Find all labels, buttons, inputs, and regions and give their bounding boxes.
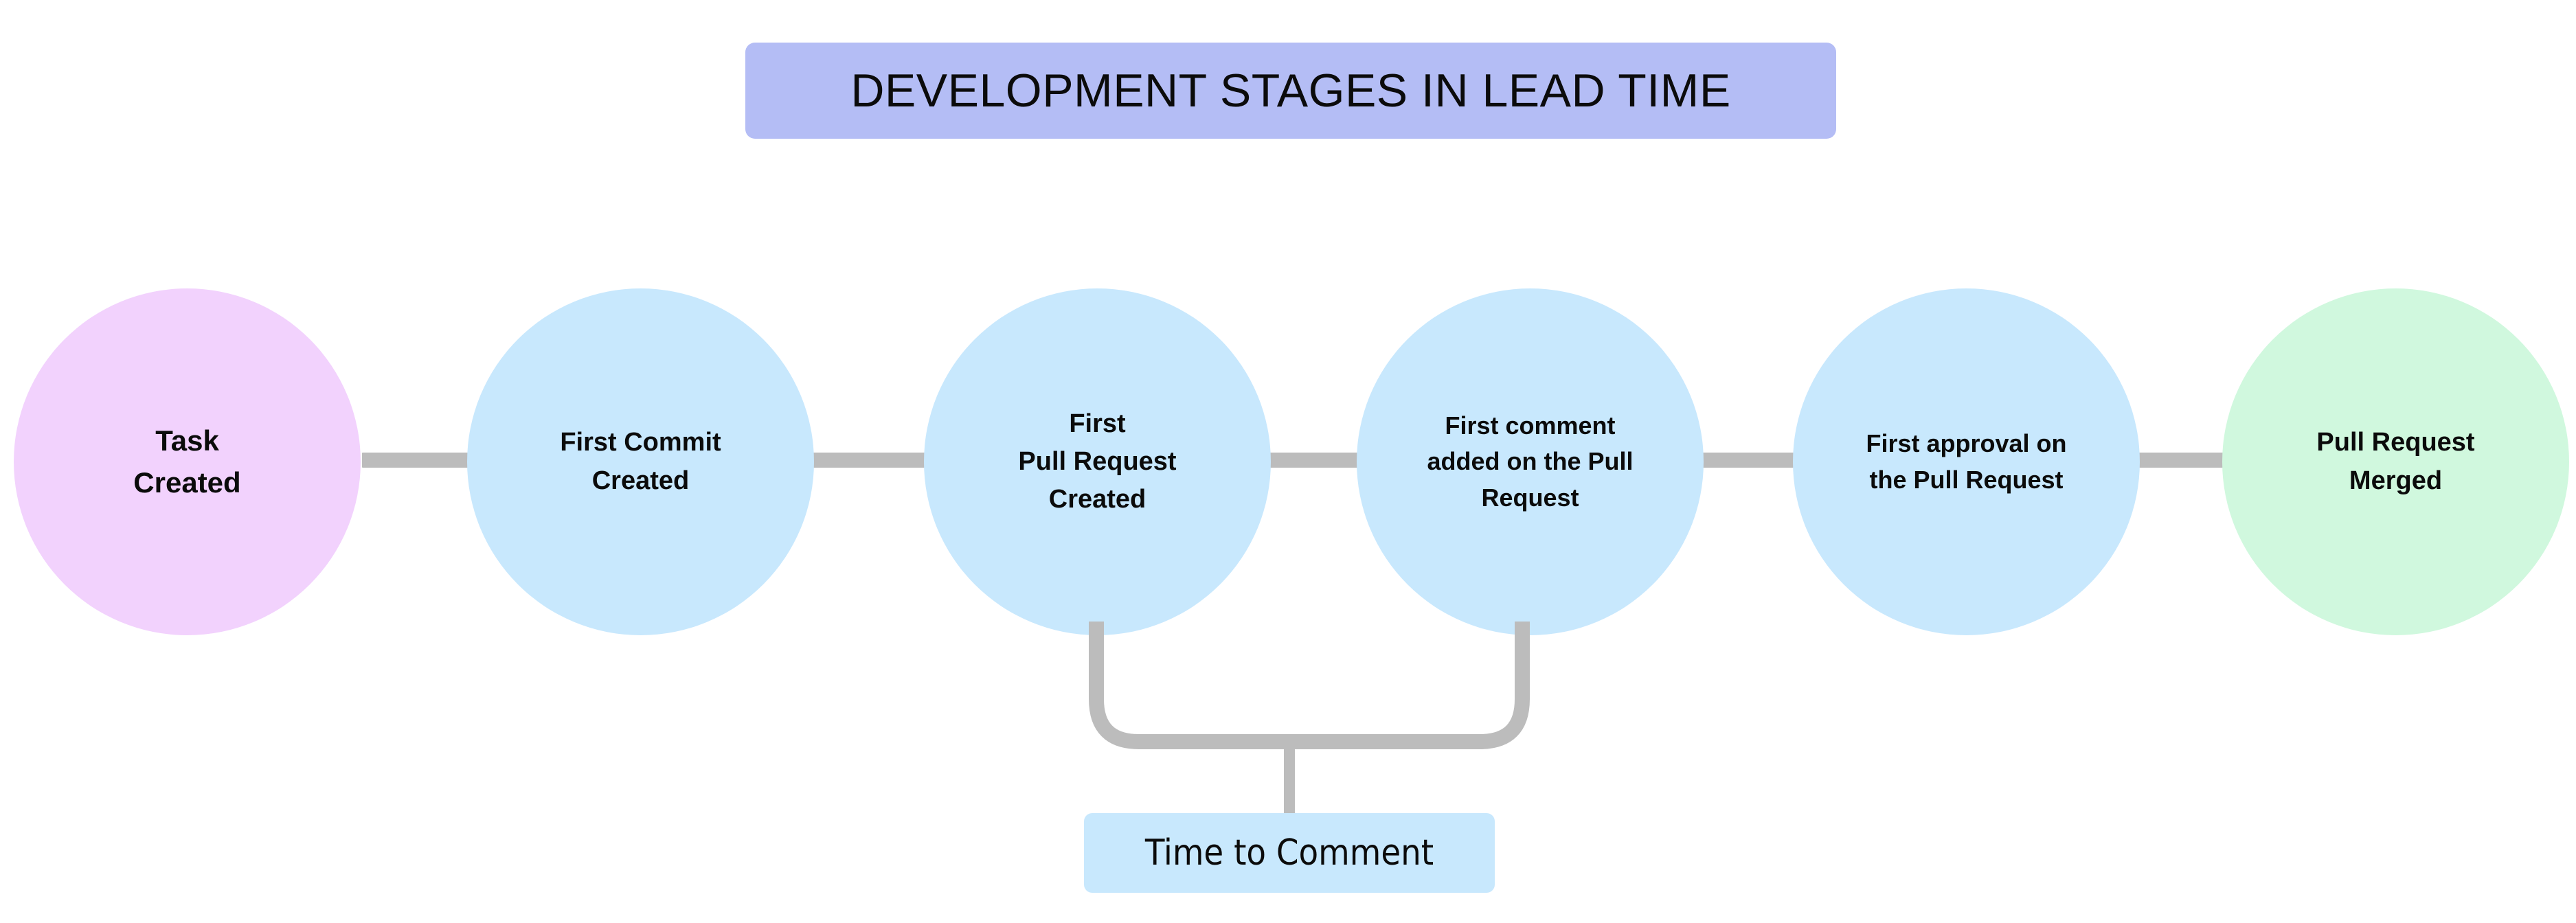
stage-node-first-commit-created[interactable]: First Commit Created [467,288,814,635]
stage-label-first-commit-created: First Commit Created [560,428,721,495]
annotation-label-time-to-comment: Time to Comment [1144,832,1434,874]
connector-4-5 [1691,453,1805,468]
stage-node-task-created[interactable]: Task Created [14,288,361,635]
bracket-left-leg [1089,622,1289,749]
stage-label-pull-request-merged: Pull Request Merged [2316,428,2475,495]
annotation-time-to-comment[interactable]: Time to Comment [1084,813,1495,893]
bracket-right-leg [1289,622,1530,749]
stage-node-first-approval-on-the-pull-request[interactable]: First approval on the Pull Request [1793,288,2140,635]
stage-label-task-created: Task Created [133,424,241,499]
connector-3-4 [1255,453,1369,468]
connector-2-3 [802,453,936,468]
stage-node-first-pull-request-created[interactable]: First Pull Request Created [924,288,1271,635]
stage-node-first-comment-added-on-the-pull-request[interactable]: First comment added on the Pull Request [1357,288,1704,635]
connector-1-2 [362,453,479,468]
stage-label-first-approval-on-the-pull-request: First approval on the Pull Request [1866,429,2067,494]
stage-node-pull-request-merged[interactable]: Pull Request Merged [2222,288,2569,635]
page-title: DEVELOPMENT STAGES IN LEAD TIME [850,65,1731,117]
connector-5-6 [2124,453,2231,468]
stage-label-first-comment-added-on-the-pull-request: First comment added on the Pull Request [1427,411,1634,512]
diagram-title-banner: DEVELOPMENT STAGES IN LEAD TIME [745,43,1836,139]
stage-label-first-pull-request-created: First Pull Request Created [1018,409,1177,514]
